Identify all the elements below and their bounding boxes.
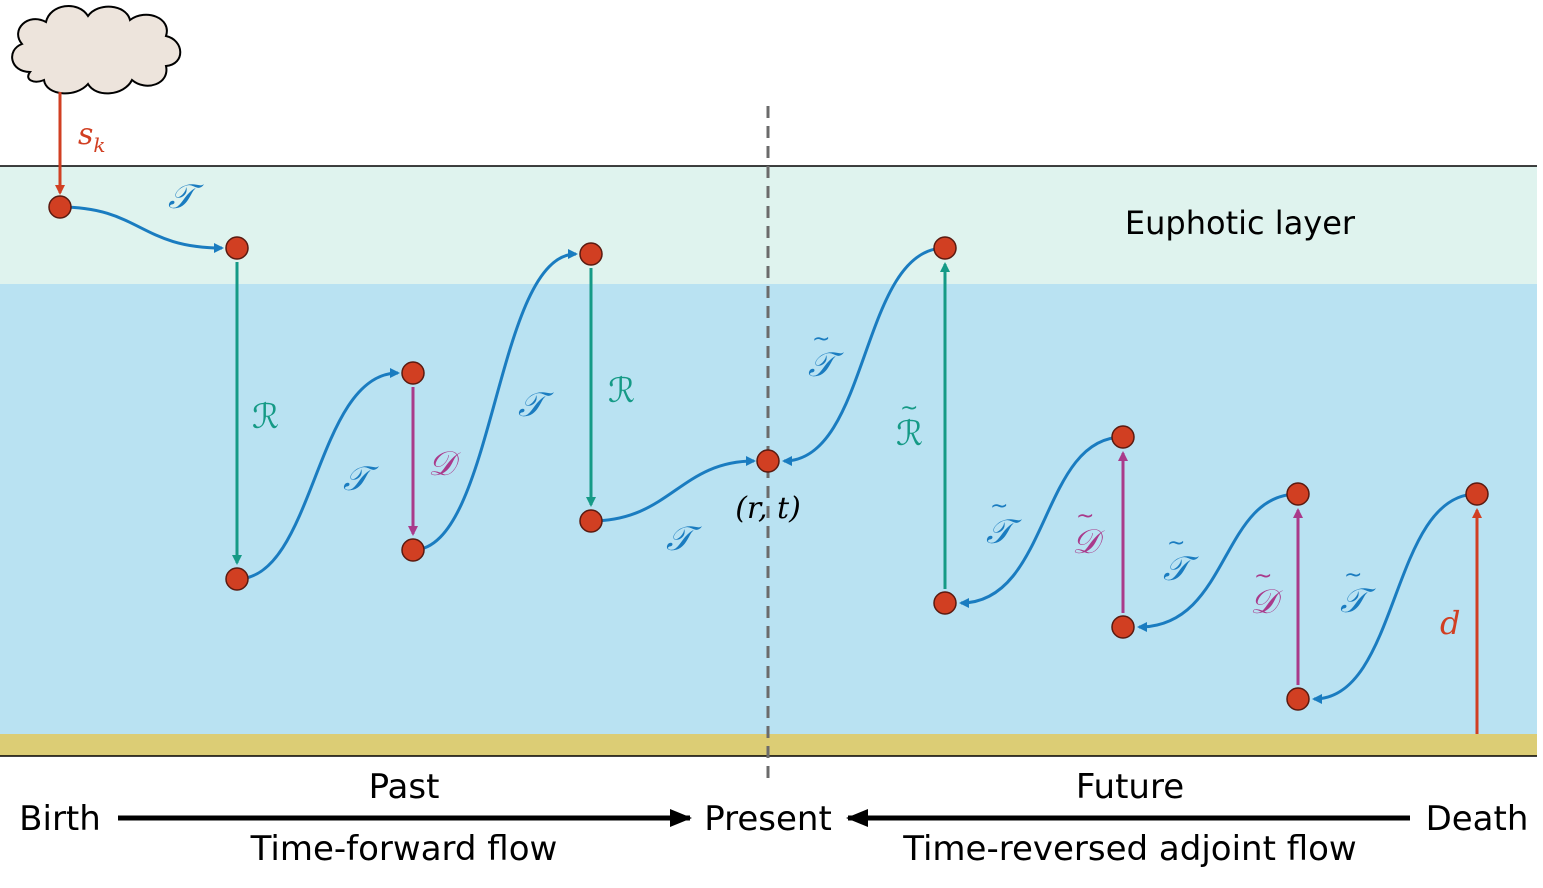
particle-node (48, 195, 72, 219)
tilde-mark: ~ (1344, 563, 1362, 588)
future-label: Future (1076, 767, 1184, 807)
present-node (756, 449, 780, 473)
transport-path-1 (59, 205, 224, 253)
particle-node (1286, 687, 1310, 711)
tilde-mark: ~ (1167, 531, 1185, 556)
past-label: Past (369, 767, 440, 807)
particle-node (1286, 482, 1310, 506)
present-label: Present (704, 799, 832, 839)
source-label: sk (78, 117, 106, 157)
particle-node (401, 361, 425, 385)
forward-flow-label: Time-forward flow (250, 829, 558, 869)
euphotic-zone (0, 166, 1537, 284)
adjoint-remin-label: ℛ (896, 414, 923, 454)
transport-path-4 (590, 456, 756, 523)
adjoint-transport-path-2 (959, 435, 1124, 608)
particle-node (933, 236, 957, 260)
adjoint-transport-path-3 (1137, 492, 1299, 632)
sediment-layer (0, 734, 1537, 756)
cloud-icon (11, 4, 182, 95)
tilde-mark: ~ (812, 327, 830, 352)
reversed-flow-label: Time-reversed adjoint flow (902, 829, 1357, 869)
transport-path-3 (412, 249, 578, 552)
particle-node (579, 509, 603, 533)
remin-label: ℛ (608, 371, 635, 411)
tilde-mark: ~ (990, 494, 1008, 519)
particle-node (401, 538, 425, 562)
particle-node (1111, 615, 1135, 639)
tilde-mark: ~ (1076, 504, 1094, 529)
transport-path-2 (236, 368, 400, 581)
present-point-label: (r, t) (735, 491, 801, 526)
tilde-mark: ~ (900, 396, 918, 421)
tilde-mark: ~ (1254, 564, 1272, 589)
death-label: d (1440, 604, 1460, 642)
adjoint-transport-path-1 (782, 246, 946, 466)
death-timeline-label: Death (1426, 799, 1529, 839)
adjoint-transport-path-4 (1312, 492, 1478, 704)
particle-node (225, 236, 249, 260)
particle-node (579, 242, 603, 266)
birth-label: Birth (19, 799, 101, 839)
particle-node (933, 591, 957, 615)
euphotic-layer-label: Euphotic layer (1125, 204, 1356, 242)
remin-label: ℛ (252, 397, 279, 437)
particle-node (1111, 425, 1135, 449)
particle-node (1465, 482, 1489, 506)
particle-node (225, 567, 249, 591)
